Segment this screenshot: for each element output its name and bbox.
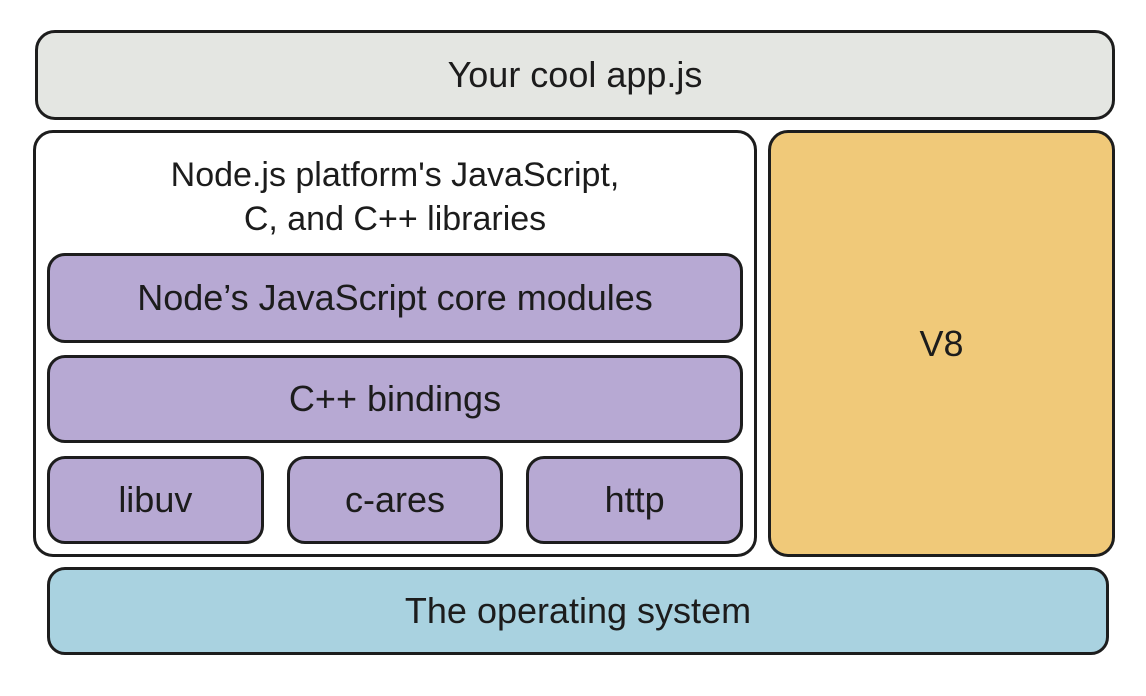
- os-layer-label: The operating system: [404, 590, 752, 631]
- core-modules-box: Node’s JavaScript core modules: [47, 253, 743, 343]
- platform-heading-line1: Node.js platform's JavaScript,: [170, 156, 620, 194]
- c-ares-label: c-ares: [344, 479, 446, 520]
- os-layer-box: The operating system: [47, 567, 1109, 655]
- c-ares-box: c-ares: [286, 456, 504, 544]
- v8-label: V8: [919, 322, 964, 364]
- platform-layer-box: Node.js platform's JavaScript, C, and C+…: [33, 130, 757, 557]
- app-layer-label: Your cool app.js: [447, 54, 703, 95]
- core-modules-label: Node’s JavaScript core modules: [137, 277, 653, 318]
- cpp-bindings-box: C++ bindings: [47, 355, 743, 443]
- platform-heading: Node.js platform's JavaScript, C, and C+…: [47, 153, 743, 241]
- platform-heading-line2: C, and C++ libraries: [243, 200, 547, 238]
- http-label: http: [604, 479, 665, 520]
- app-layer-box: Your cool app.js: [35, 30, 1115, 120]
- libuv-box: libuv: [47, 456, 264, 544]
- v8-layer-box: V8: [768, 130, 1115, 557]
- libraries-row: libuv c-ares http: [47, 456, 744, 544]
- cpp-bindings-label: C++ bindings: [288, 378, 502, 419]
- libuv-label: libuv: [118, 479, 193, 520]
- http-box: http: [526, 456, 744, 544]
